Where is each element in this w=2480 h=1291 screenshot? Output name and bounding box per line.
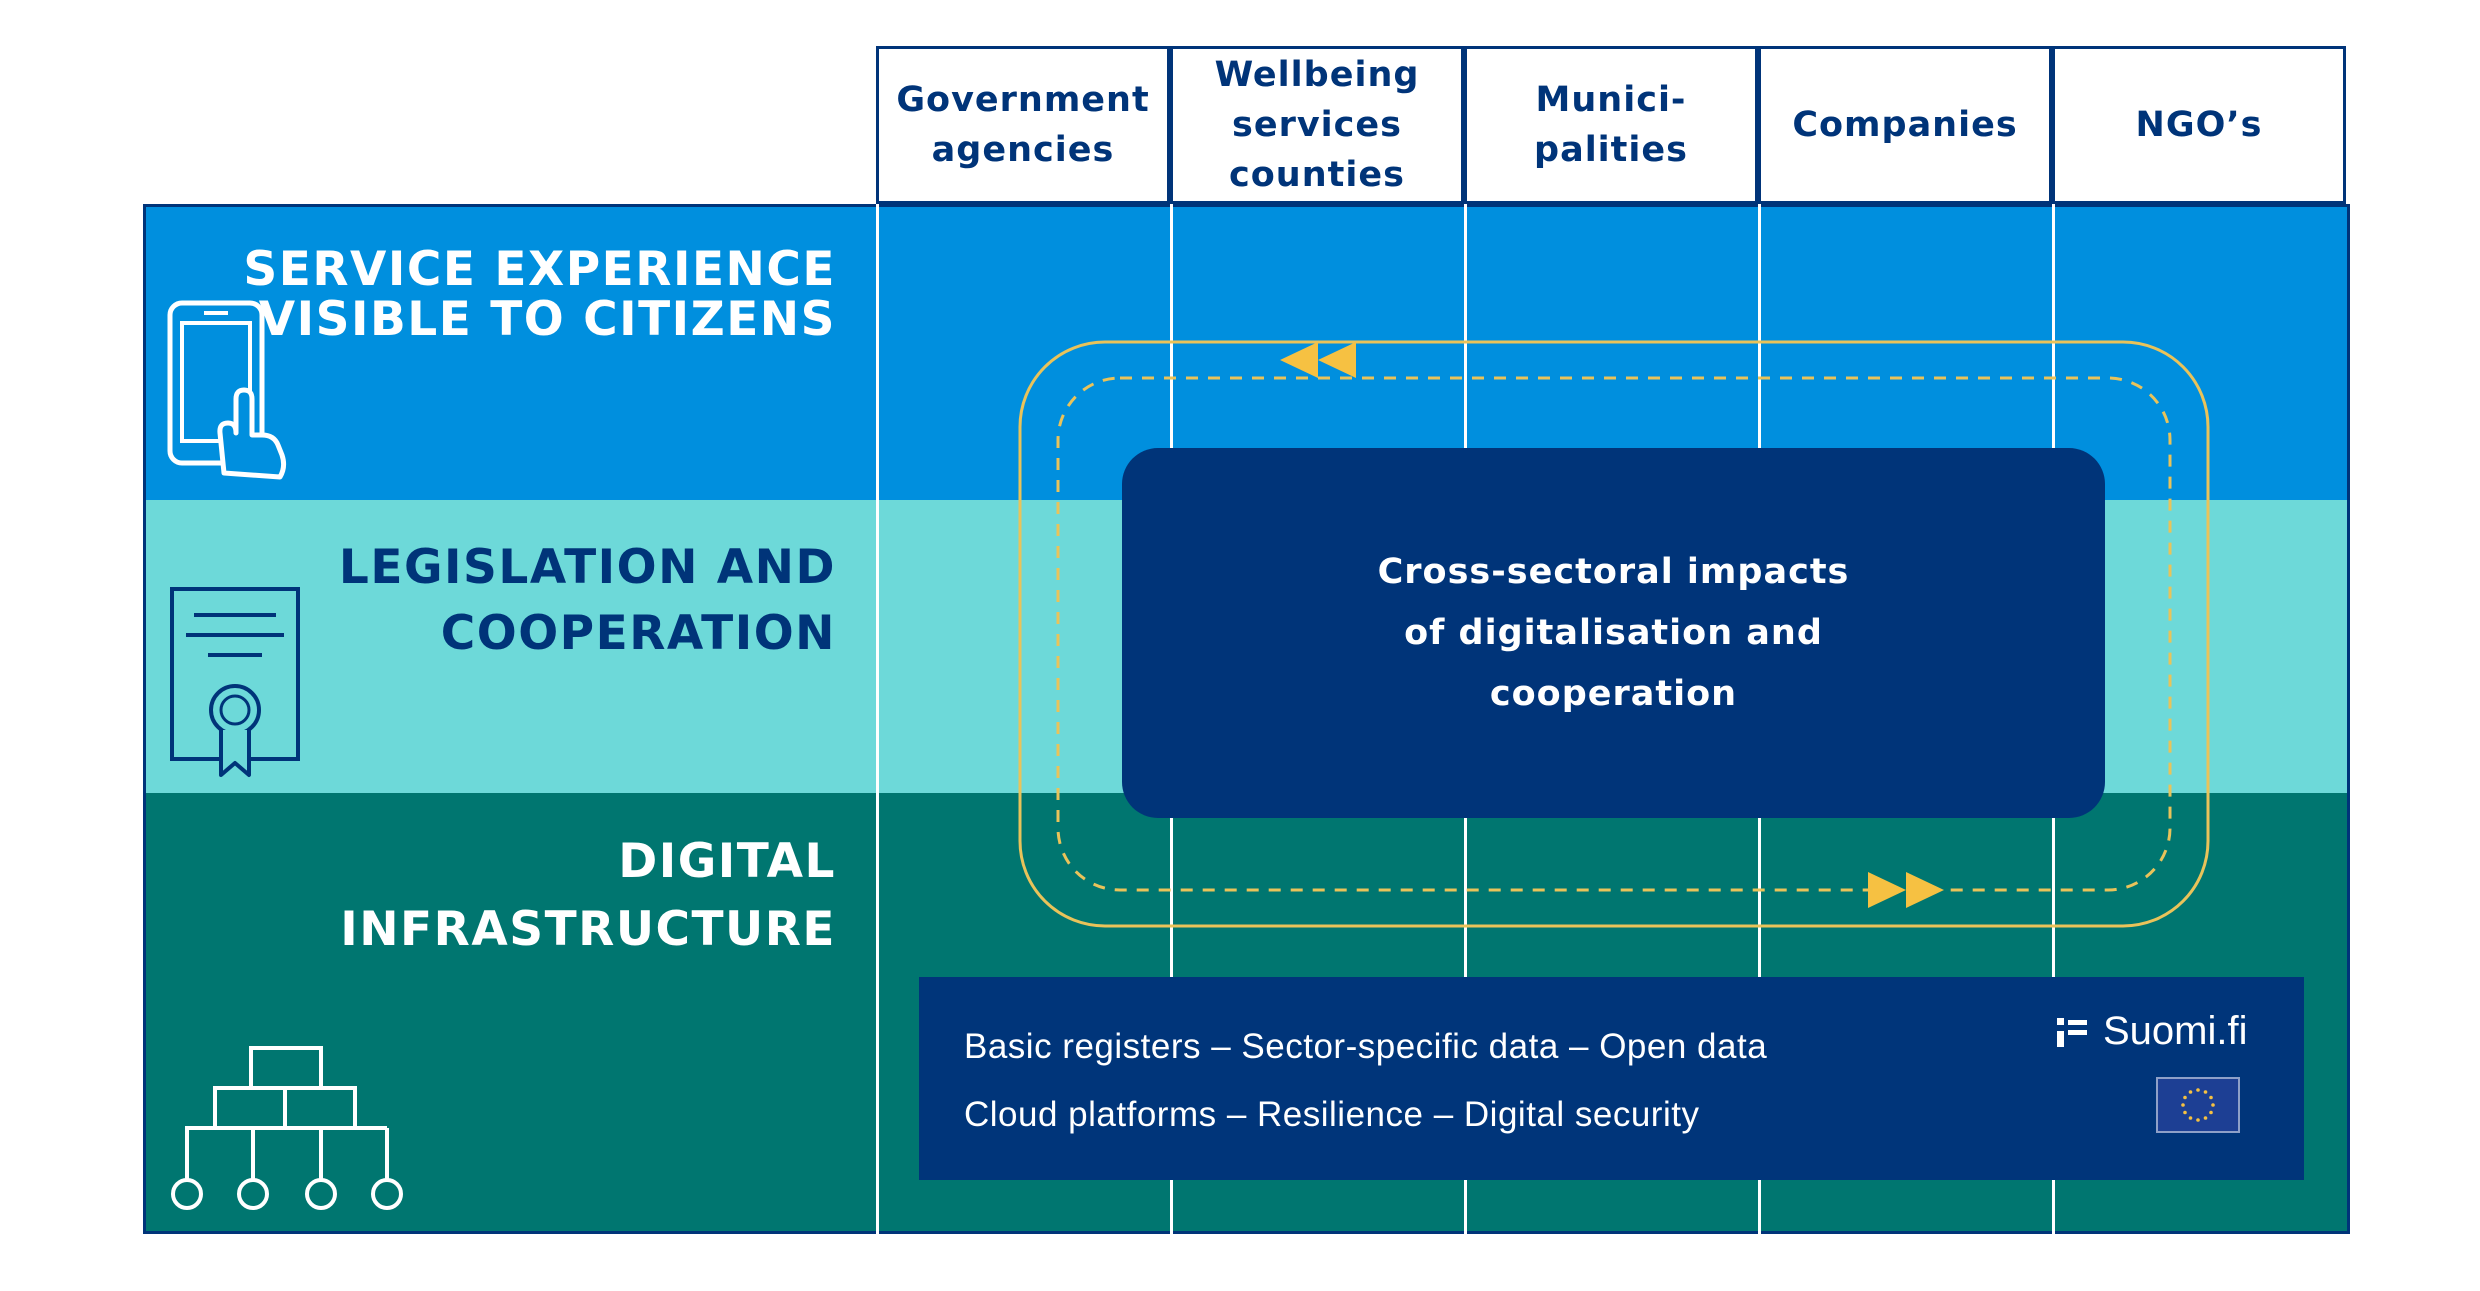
column-header-government-agencies: Government agencies bbox=[876, 46, 1170, 204]
column-header-wellbeing-services-counties: Wellbeing services counties bbox=[1170, 46, 1464, 204]
grid-outline bbox=[143, 204, 2350, 1234]
column-divider bbox=[876, 204, 879, 1234]
loop-arrow-left-icon bbox=[1280, 342, 1356, 378]
suomi-fi-logo-text: Suomi.fi bbox=[2103, 1009, 2248, 1053]
infrastructure-line-2: Cloud platforms – Resilience – Digital s… bbox=[964, 1095, 1700, 1134]
tablet-touch-icon bbox=[167, 300, 287, 480]
column-header-companies: Companies bbox=[1758, 46, 2052, 204]
cross-sectoral-impacts-box: Cross-sectoral impacts of digitalisation… bbox=[1122, 448, 2105, 818]
column-header-ngos: NGO’s bbox=[2052, 46, 2346, 204]
certificate-icon bbox=[170, 587, 300, 777]
suomi-fi-logo: Suomi.fi bbox=[2055, 1009, 2248, 1054]
cross-sectoral-impacts-text: Cross-sectoral impacts of digitalisation… bbox=[1377, 551, 1850, 714]
column-header-municipalities: Munici- palities bbox=[1464, 46, 1758, 204]
outer-loop-line bbox=[1018, 340, 2210, 928]
suomi-fi-logo-icon bbox=[2057, 1017, 2087, 1047]
eu-flag-icon bbox=[2156, 1077, 2240, 1133]
row-label-service-experience: SERVICE EXPERIENCE VISIBLE TO CITIZENS bbox=[243, 242, 836, 347]
loop-arrow-right-icon bbox=[1868, 872, 1944, 908]
row-label-digital-infrastructure: DIGITAL INFRASTRUCTURE bbox=[340, 834, 836, 957]
inner-loop-line bbox=[1056, 376, 2172, 892]
infrastructure-box: Basic registers – Sector-specific data –… bbox=[919, 977, 2304, 1180]
row-label-legislation: LEGISLATION AND COOPERATION bbox=[338, 540, 836, 661]
infrastructure-line-1: Basic registers – Sector-specific data –… bbox=[964, 1027, 1768, 1066]
network-hierarchy-icon bbox=[171, 1046, 403, 1210]
